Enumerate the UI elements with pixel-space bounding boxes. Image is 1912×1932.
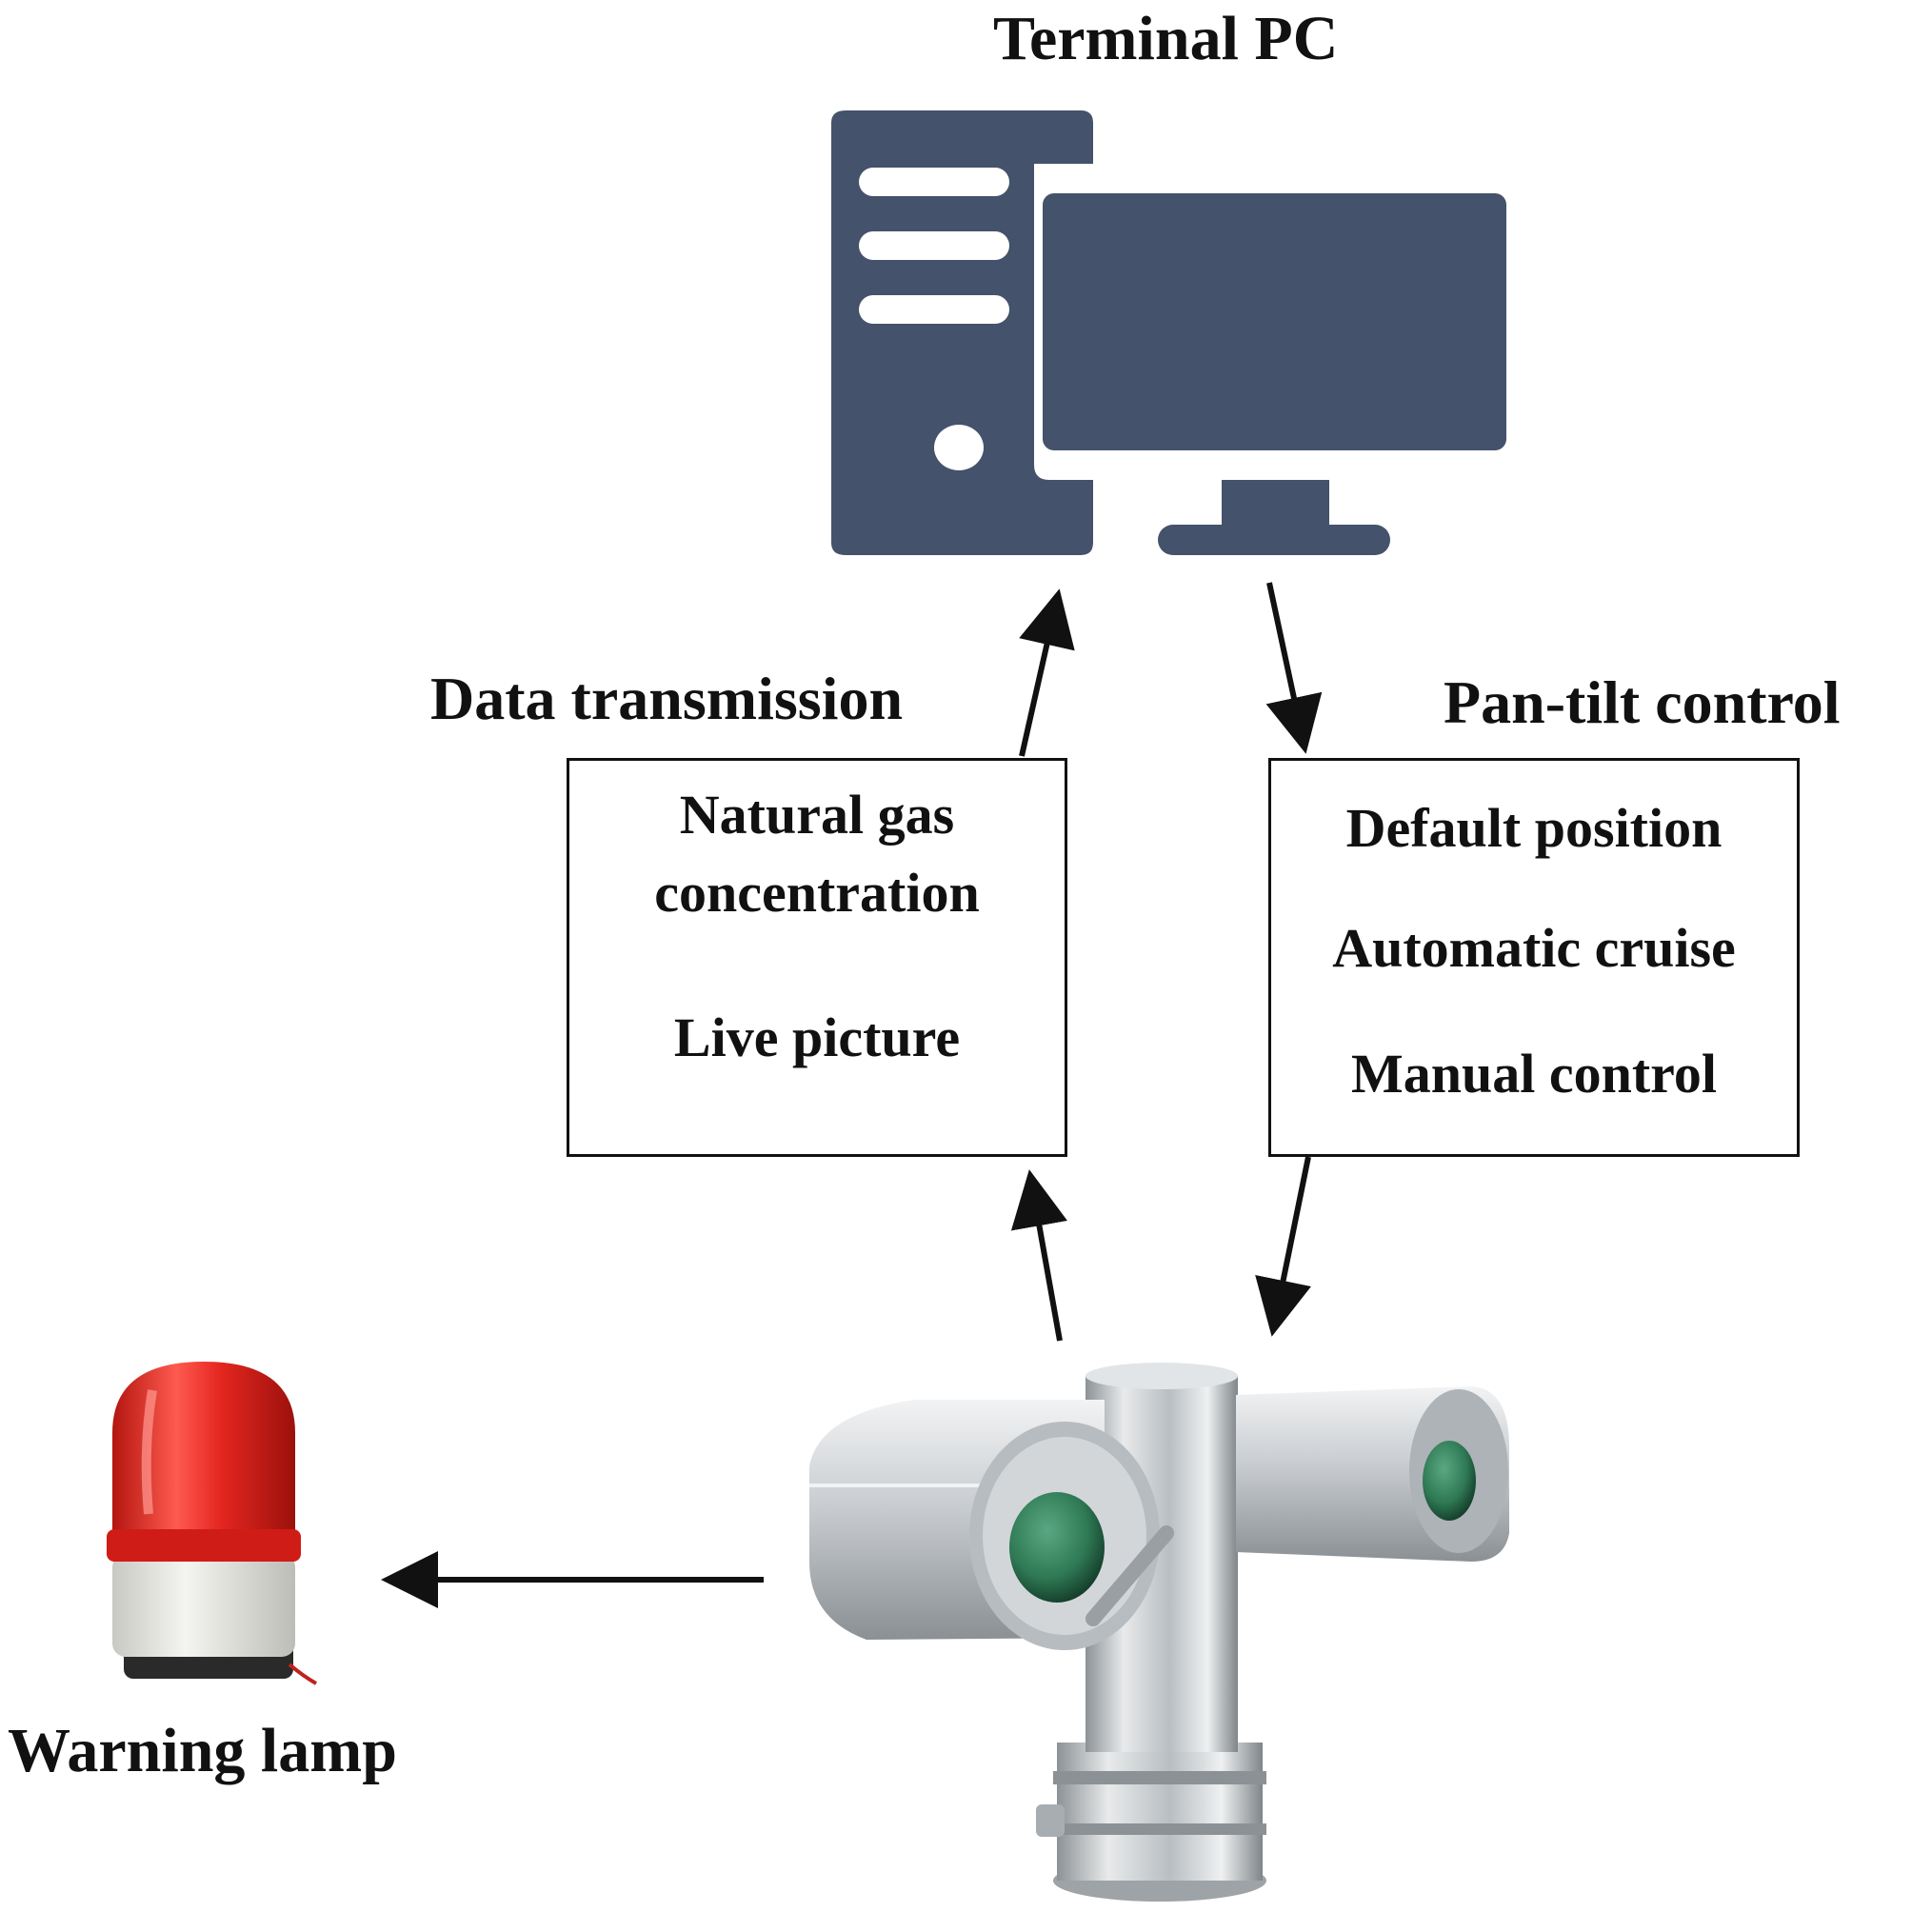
pan-tilt-control-box: Default position Automatic cruise Manual… xyxy=(1268,758,1800,1157)
explosion-proof-ptz-camera-icon xyxy=(809,1363,1509,1902)
control-item-manual-control: Manual control xyxy=(1351,1043,1717,1105)
data-item-live-picture: Live picture xyxy=(673,1006,961,1068)
terminal-pc-title: Terminal PC xyxy=(993,4,1339,73)
control-item-automatic-cruise: Automatic cruise xyxy=(1332,917,1736,979)
arrows xyxy=(381,582,1323,1608)
warning-lamp-icon xyxy=(107,1362,317,1685)
warning-lamp-label: Warning lamp xyxy=(8,1716,397,1785)
control-item-default-position: Default position xyxy=(1345,797,1723,859)
data-transmission-label: Data transmission xyxy=(430,665,904,732)
data-transmission-box: Natural gas concentration Live picture xyxy=(567,758,1067,1157)
desktop-computer-icon xyxy=(831,110,1506,555)
data-item-concentration: concentration xyxy=(654,862,980,924)
pan-tilt-control-label: Pan-tilt control xyxy=(1444,668,1841,736)
arrow-pc-to-box xyxy=(1265,582,1323,754)
arrow-camera-to-box xyxy=(1010,1169,1067,1342)
arrow-box-to-camera xyxy=(1255,1156,1311,1337)
arrow-box-to-pc xyxy=(1019,588,1075,757)
data-item-natural-gas: Natural gas xyxy=(679,784,955,846)
